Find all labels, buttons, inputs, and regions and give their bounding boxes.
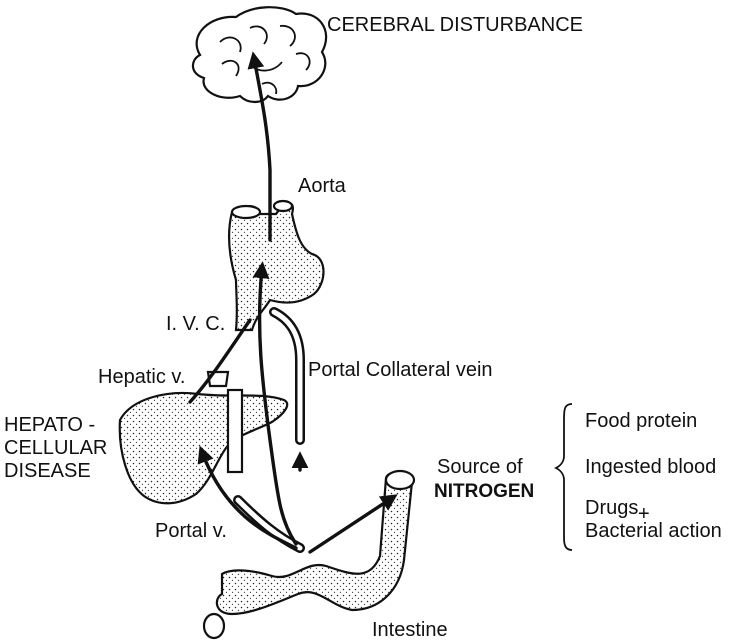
source-ingested-blood: Ingested blood [585, 456, 716, 478]
source-food-protein: Food protein [585, 410, 697, 432]
flow-arrows [190, 58, 392, 552]
portal-collateral-vein [274, 312, 300, 440]
source-of-label: Source of [437, 456, 523, 478]
source-drugs: Drugs [585, 497, 638, 519]
ivc-label: I. V. C. [166, 313, 225, 335]
hepato-label-3: DISEASE [4, 460, 91, 482]
portal-v-label: Portal v. [155, 520, 227, 542]
hepato-label-1: HEPATO - [4, 414, 95, 436]
intestine-link [310, 498, 392, 552]
nitrogen-label: NITROGEN [434, 481, 534, 502]
hepatic-v-label: Hepatic v. [98, 366, 185, 388]
nitrogen-sources-brace [556, 404, 572, 550]
aorta-label: Aorta [298, 175, 347, 197]
intestine-label: Intestine [372, 619, 448, 641]
portal-vein [238, 500, 300, 548]
liver [120, 393, 287, 503]
source-bacterial-action: Bacterial action [585, 520, 722, 542]
hepato-label-2: CELLULAR [4, 437, 107, 459]
ivc-stub [228, 390, 242, 472]
portal-collateral-label: Portal Collateral vein [308, 359, 493, 381]
title-label: CEREBRAL DISTURBANCE [327, 14, 583, 36]
